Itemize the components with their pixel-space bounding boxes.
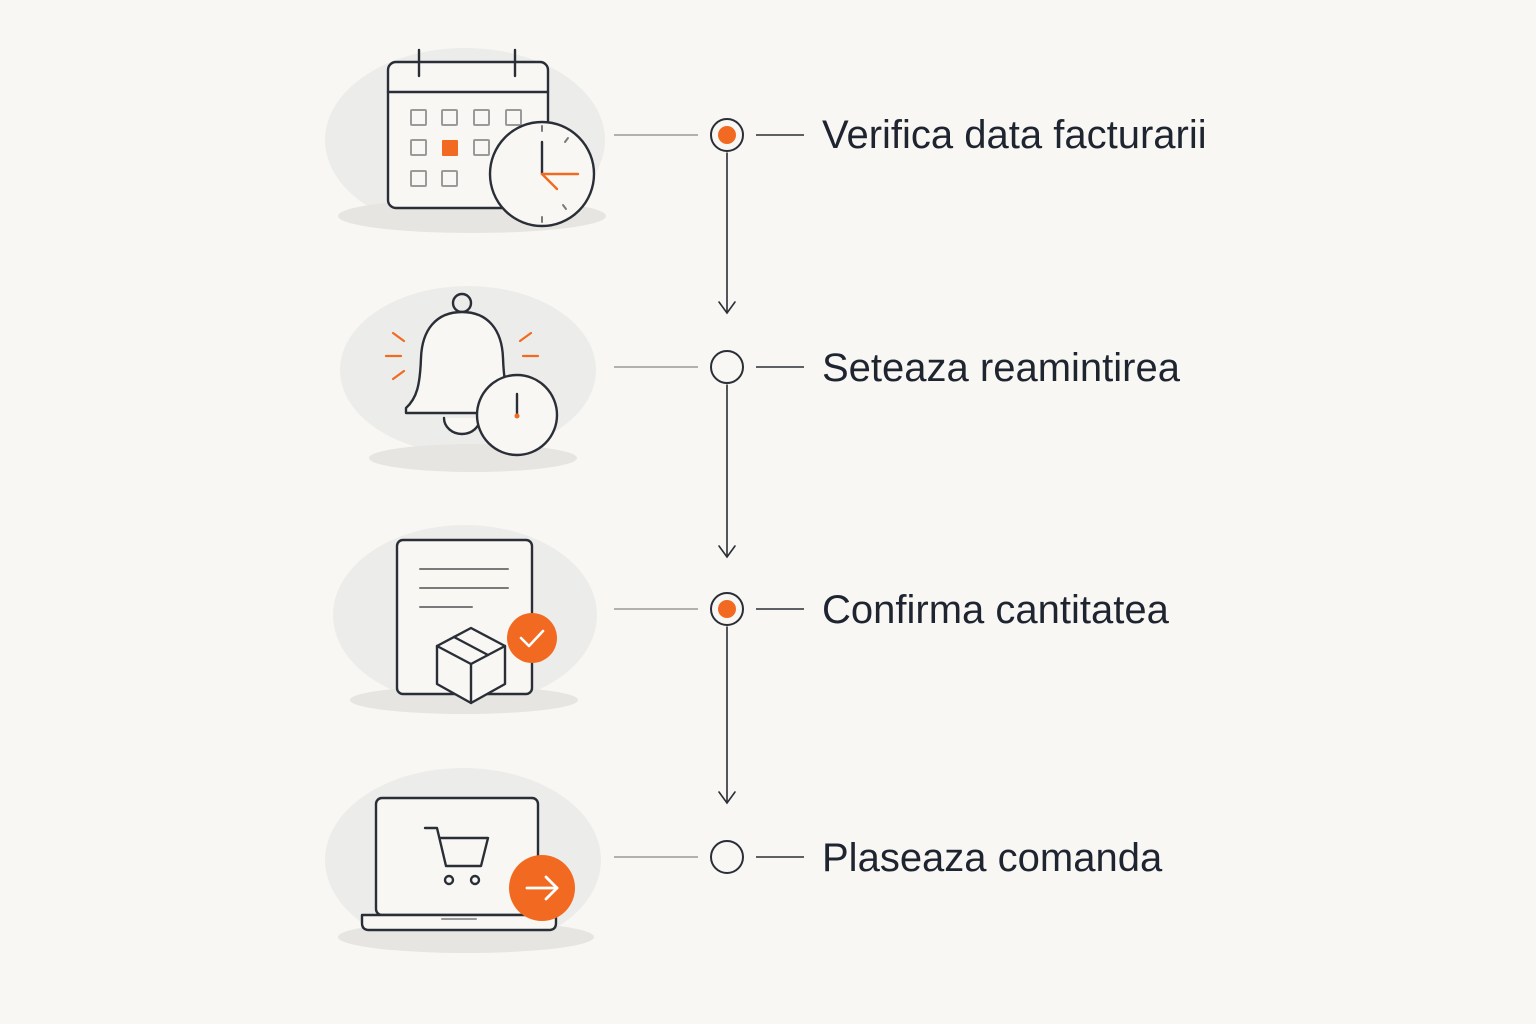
document-box-check-icon: [395, 538, 557, 705]
step-node-inactive: [710, 840, 744, 874]
flow-arrow-3: [718, 626, 736, 805]
flow-arrow-1: [718, 152, 736, 315]
bell-clock-icon: [384, 292, 559, 457]
step-1-row: [325, 48, 804, 233]
step-2-row: [340, 286, 804, 472]
laptop-cart-arrow-icon: [360, 796, 575, 932]
flow-arrows: [718, 152, 736, 805]
step-2-label: Seteaza reamintirea: [822, 346, 1180, 390]
step-node-inactive: [710, 350, 744, 384]
step-1-label: Verifica data facturarii: [822, 113, 1207, 157]
step-4-row: [325, 768, 804, 953]
calendar-clock-icon: [386, 48, 596, 228]
step-node-active: [710, 118, 744, 152]
flow-arrow-2: [718, 384, 736, 559]
step-3-label: Confirma cantitatea: [822, 588, 1169, 632]
step-4-label: Plaseaza comanda: [822, 836, 1163, 880]
step-node-active: [710, 592, 744, 626]
shadow: [369, 444, 577, 472]
step-3-row: [333, 525, 804, 714]
